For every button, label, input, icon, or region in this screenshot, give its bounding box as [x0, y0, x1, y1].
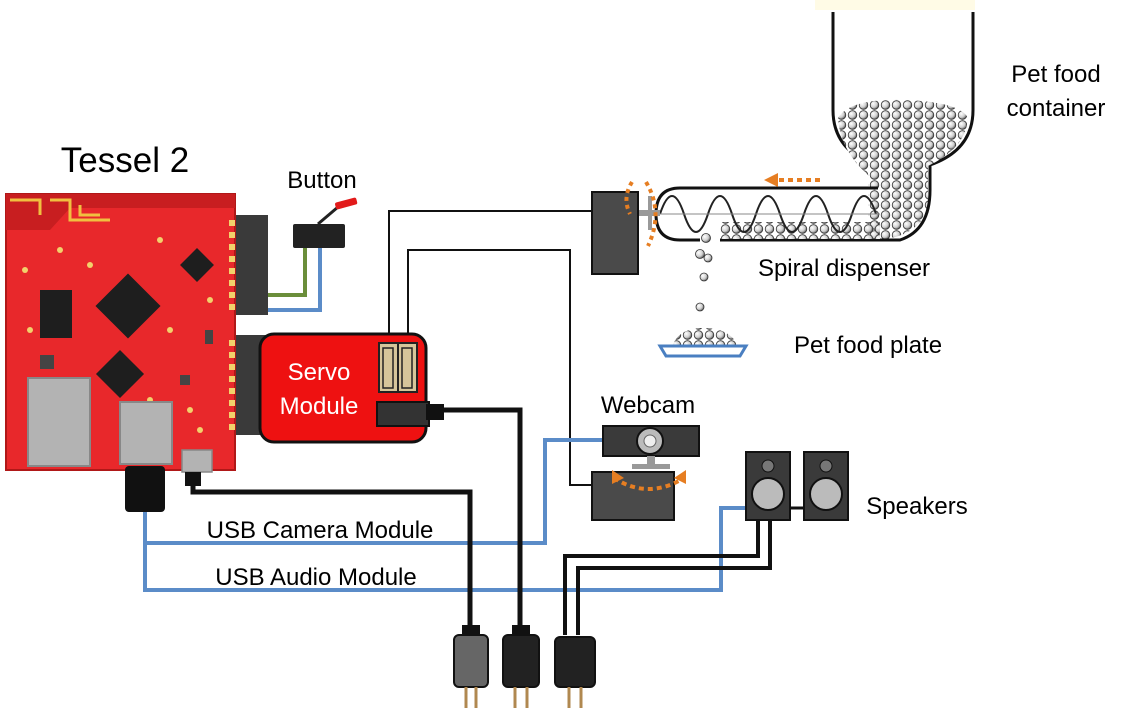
servo-power-jack	[376, 401, 430, 427]
board-main-chip	[95, 273, 161, 339]
servo-wire-webcam	[407, 249, 592, 486]
webcam-servo	[591, 471, 675, 521]
board-chip-4	[40, 290, 72, 338]
usb-port-1	[27, 377, 91, 467]
micro-usb-port	[181, 449, 213, 473]
board-chip-3	[180, 248, 214, 282]
servo-header-2	[397, 342, 418, 393]
speaker-cable-1	[563, 520, 760, 635]
servo-header-1	[378, 342, 399, 393]
container-label-1: Pet food	[1011, 61, 1100, 88]
spiral-label: Spiral dispenser	[758, 255, 930, 282]
spiral-dispenser	[591, 173, 932, 312]
servo-label-2: Module	[280, 393, 359, 420]
servo-module: Servo Module	[258, 332, 444, 444]
plug-speakers	[554, 636, 596, 688]
speakers	[745, 451, 849, 521]
usb-camera-label: USB Camera Module	[207, 517, 434, 544]
speaker-cable-2	[576, 520, 772, 635]
rotation-arrow-icon	[644, 180, 658, 247]
pet-food-container	[815, 0, 975, 241]
dispenser-servo	[591, 191, 639, 275]
speakers-label: Speakers	[866, 493, 967, 520]
button[interactable]	[293, 197, 358, 248]
plug-board	[453, 634, 489, 688]
plug-servo	[502, 634, 540, 688]
micro-usb-plug	[185, 472, 201, 486]
usb-audio-label: USB Audio Module	[215, 564, 416, 591]
container-label-2: container	[1007, 95, 1106, 122]
servo-power-cable	[442, 407, 523, 625]
usb-port-2	[119, 401, 173, 465]
board-chip-2	[95, 349, 145, 399]
spiral-coil	[659, 195, 877, 233]
button-wire-green	[268, 248, 307, 297]
container-pellets	[838, 99, 968, 241]
webcam	[591, 425, 700, 521]
board-label: Tessel 2	[61, 141, 189, 180]
tessel-board	[5, 193, 268, 512]
pet-food-plate	[657, 327, 749, 358]
button-wire-blue	[268, 248, 322, 312]
button-body	[293, 224, 345, 248]
webcam-rotation-arrow-icon	[612, 476, 686, 491]
servo-wire-dispenser	[388, 210, 592, 345]
servo-label-1: Servo	[288, 359, 351, 386]
power-plugs	[453, 625, 596, 708]
board-power-cable	[190, 472, 473, 625]
button-label: Button	[287, 167, 356, 194]
usb-audio-wire	[143, 506, 746, 592]
board-header-top	[236, 215, 268, 315]
usb-plug	[125, 466, 165, 512]
button-lever	[335, 197, 358, 210]
webcam-label: Webcam	[601, 392, 695, 419]
plate-label: Pet food plate	[794, 332, 942, 359]
usb-camera-wire	[143, 438, 603, 545]
